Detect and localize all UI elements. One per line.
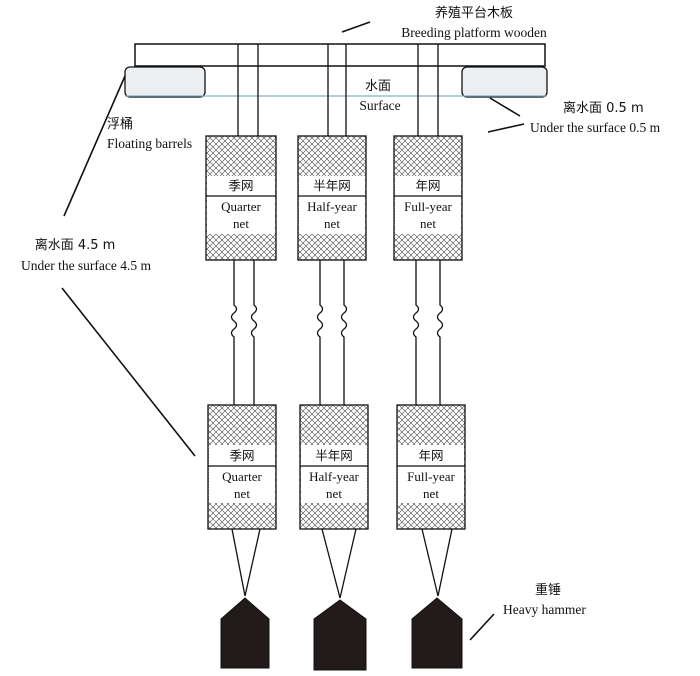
platform-label-en: Breeding platform wooden [401,25,547,40]
heavy-hammer-3 [411,597,463,669]
lower-net-1-en1: Quarter [222,469,262,484]
upper-ropes [237,44,439,136]
lower-net-2 [299,404,369,530]
lower-net-1 [207,404,277,530]
under-45-label-en: Under the surface 4.5 m [21,258,152,273]
upper-net-2 [297,135,367,261]
lower-net-1-en2: net [234,486,250,501]
barrels-label-en: Floating barrels [107,136,192,151]
middle-ropes-springs [230,260,444,405]
barrels-label-zh: 浮桶 [107,117,133,132]
upper-net-1-zh: 季网 [228,178,253,193]
lower-net-3-en1: Full-year [407,469,455,484]
upper-net-2-en1: Half-year [307,199,357,214]
upper-net-1-en1: Quarter [221,199,261,214]
lower-net-2-zh: 半年网 [315,448,353,463]
upper-net-2-en2: net [324,216,340,231]
upper-net-3-en1: Full-year [404,199,452,214]
lower-net-2-en2: net [326,486,342,501]
lower-net-2-en1: Half-year [309,469,359,484]
leader-lines [61,21,525,641]
lower-net-3-zh: 年网 [418,448,443,463]
hammer-label-en: Heavy hammer [503,602,586,617]
heavy-hammer-2 [313,599,367,671]
under-05-label-zh: 离水面 0.5 m [563,100,644,116]
upper-net-3-zh: 年网 [415,178,440,193]
lower-net-3-en2: net [423,486,439,501]
platform-board [134,43,546,67]
lower-net-3 [396,404,466,530]
surface-label-en: Surface [359,98,400,113]
upper-net-2-zh: 半年网 [313,178,351,193]
upper-net-1 [205,135,277,261]
surface-label-zh: 水面 [365,79,391,94]
under-05-label-en: Under the surface 0.5 m [530,120,661,135]
upper-net-3 [393,135,463,261]
heavy-hammer-1 [220,597,270,669]
hammer-ropes [231,528,453,599]
platform-label-zh: 养殖平台木板 [435,5,513,21]
floating-barrel-right [461,66,548,98]
upper-net-1-en2: net [233,216,249,231]
upper-net-3-en2: net [420,216,436,231]
lower-net-1-zh: 季网 [229,448,254,463]
under-45-label-zh: 离水面 4.5 m [35,237,116,253]
hammer-label-zh: 重锤 [535,582,561,598]
floating-barrel-left [124,66,206,98]
